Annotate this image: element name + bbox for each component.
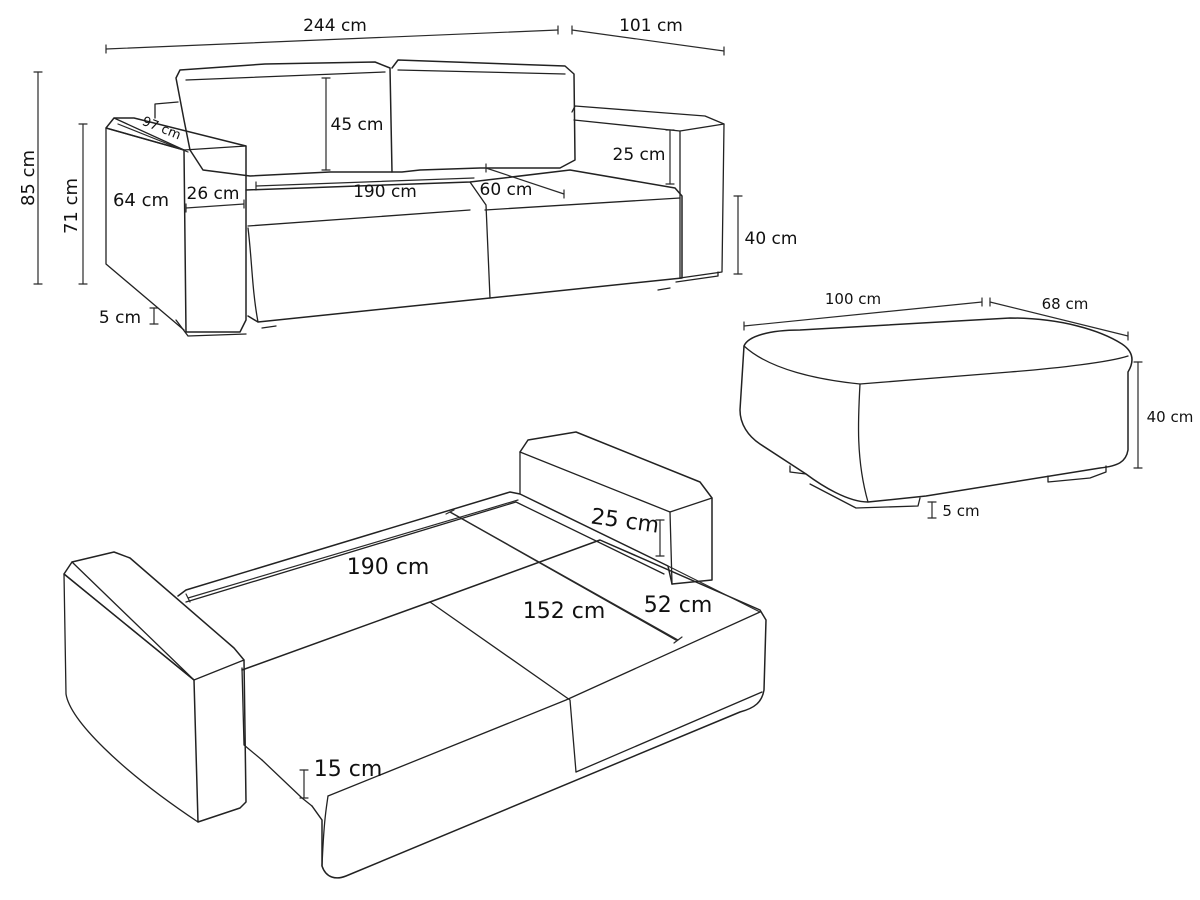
sofa-front-drawing [105,59,725,337]
ottoman-dimension-lines [743,297,1143,519]
label-26cm: 26 cm [187,184,240,204]
sofa-front-labels: 244 cm 101 cm 85 cm 71 cm 97 cm 64 cm 26… [18,16,797,328]
label-100cm: 100 cm [825,290,881,308]
sofa-bed-dimension-lines [185,499,761,799]
label-40cm-sofa: 40 cm [745,229,798,249]
label-71cm: 71 cm [61,178,82,234]
label-85cm: 85 cm [18,150,39,206]
label-244cm: 244 cm [303,16,367,36]
label-152cm: 152 cm [523,599,606,624]
label-60cm: 60 cm [480,180,533,200]
label-5cm-sofa: 5 cm [99,308,141,328]
label-40cm-ottoman: 40 cm [1147,408,1194,426]
sofa-bed-drawing [63,431,767,879]
label-190cm-bed: 190 cm [347,555,430,580]
ottoman-drawing [739,317,1133,509]
label-45cm: 45 cm [331,115,384,135]
ottoman-labels: 100 cm 68 cm 40 cm 5 cm [825,290,1193,520]
label-64cm: 64 cm [113,190,169,211]
sofa-front-dimension-lines [33,25,743,325]
label-68cm: 68 cm [1042,295,1089,313]
label-190cm-seat: 190 cm [353,182,417,202]
label-101cm: 101 cm [619,16,683,36]
label-15cm: 15 cm [314,757,383,782]
sofa-bed-labels: 190 cm 152 cm 25 cm 52 cm 15 cm [314,504,713,782]
label-52cm: 52 cm [644,593,713,618]
label-5cm-ottoman: 5 cm [942,502,979,520]
label-25cm-sofa: 25 cm [613,145,666,165]
